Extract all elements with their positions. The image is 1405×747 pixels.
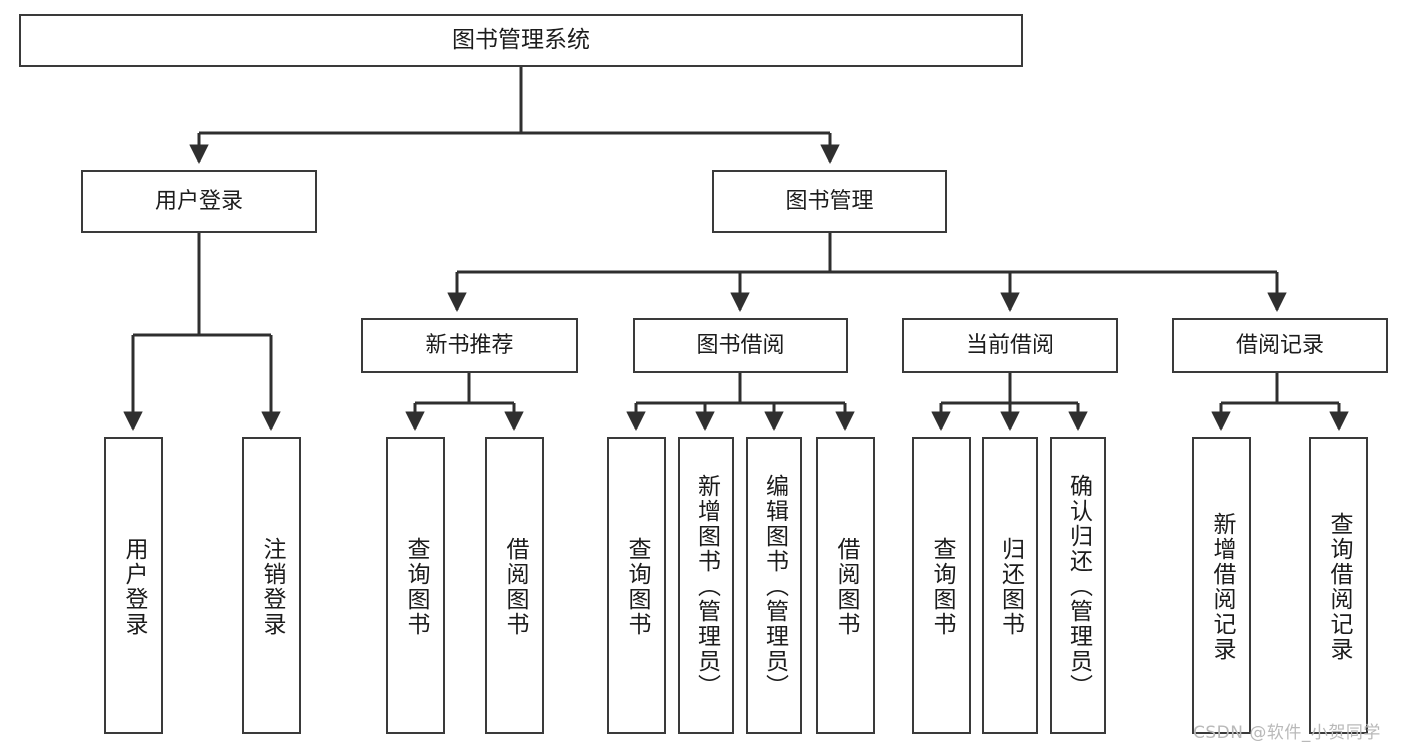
node-new-book-recommend-label: 新书推荐 bbox=[425, 332, 514, 358]
node-book-borrow[interactable]: 图书借阅 bbox=[633, 318, 848, 373]
node-book-manage-label: 图书管理 bbox=[785, 188, 874, 214]
leaf-query-record-label: 查询借阅记录 bbox=[1326, 511, 1352, 662]
leaf-query-book-3[interactable]: 查询图书 bbox=[912, 437, 971, 734]
node-new-book-recommend[interactable]: 新书推荐 bbox=[361, 318, 578, 373]
leaf-add-record-label: 新增借阅记录 bbox=[1209, 511, 1235, 662]
leaf-query-book-2-label: 查询图书 bbox=[624, 536, 650, 637]
node-book-borrow-label: 图书借阅 bbox=[696, 332, 785, 358]
node-borrow-record-label: 借阅记录 bbox=[1235, 332, 1324, 358]
node-root[interactable]: 图书管理系统 bbox=[19, 14, 1023, 67]
leaf-query-book-2[interactable]: 查询图书 bbox=[607, 437, 666, 734]
leaf-add-book[interactable]: 新增图书（管理员） bbox=[678, 437, 734, 734]
leaf-return-book[interactable]: 归还图书 bbox=[982, 437, 1038, 734]
leaf-query-book-3-label: 查询图书 bbox=[929, 536, 955, 637]
leaf-user-login[interactable]: 用户登录 bbox=[104, 437, 163, 734]
leaf-edit-book[interactable]: 编辑图书（管理员） bbox=[746, 437, 802, 734]
node-borrow-record[interactable]: 借阅记录 bbox=[1172, 318, 1388, 373]
leaf-borrow-book-2[interactable]: 借阅图书 bbox=[816, 437, 875, 734]
leaf-borrow-book-1-label: 借阅图书 bbox=[502, 536, 528, 637]
leaf-confirm-return-label: 确认归还（管理员） bbox=[1065, 474, 1092, 699]
csdn-watermark: CSDN @软件_小贺同学 bbox=[1193, 723, 1381, 743]
node-user-login-label: 用户登录 bbox=[154, 188, 243, 214]
leaf-borrow-book-1[interactable]: 借阅图书 bbox=[485, 437, 544, 734]
leaf-query-record[interactable]: 查询借阅记录 bbox=[1309, 437, 1368, 734]
leaf-logout-label: 注销登录 bbox=[259, 536, 285, 637]
node-book-manage[interactable]: 图书管理 bbox=[712, 170, 947, 233]
leaf-logout[interactable]: 注销登录 bbox=[242, 437, 301, 734]
node-root-label: 图书管理系统 bbox=[452, 27, 590, 54]
node-current-borrow-label: 当前借阅 bbox=[965, 332, 1054, 358]
leaf-query-book-1[interactable]: 查询图书 bbox=[386, 437, 445, 734]
leaf-return-book-label: 归还图书 bbox=[997, 536, 1024, 637]
leaf-query-book-1-label: 查询图书 bbox=[403, 536, 429, 637]
node-user-login[interactable]: 用户登录 bbox=[81, 170, 317, 233]
leaf-add-record[interactable]: 新增借阅记录 bbox=[1192, 437, 1251, 734]
leaf-edit-book-label: 编辑图书（管理员） bbox=[761, 474, 788, 699]
leaf-confirm-return[interactable]: 确认归还（管理员） bbox=[1050, 437, 1106, 734]
leaf-user-login-label: 用户登录 bbox=[121, 536, 147, 637]
leaf-borrow-book-2-label: 借阅图书 bbox=[833, 536, 859, 637]
leaf-add-book-label: 新增图书（管理员） bbox=[693, 474, 720, 699]
node-current-borrow[interactable]: 当前借阅 bbox=[902, 318, 1118, 373]
